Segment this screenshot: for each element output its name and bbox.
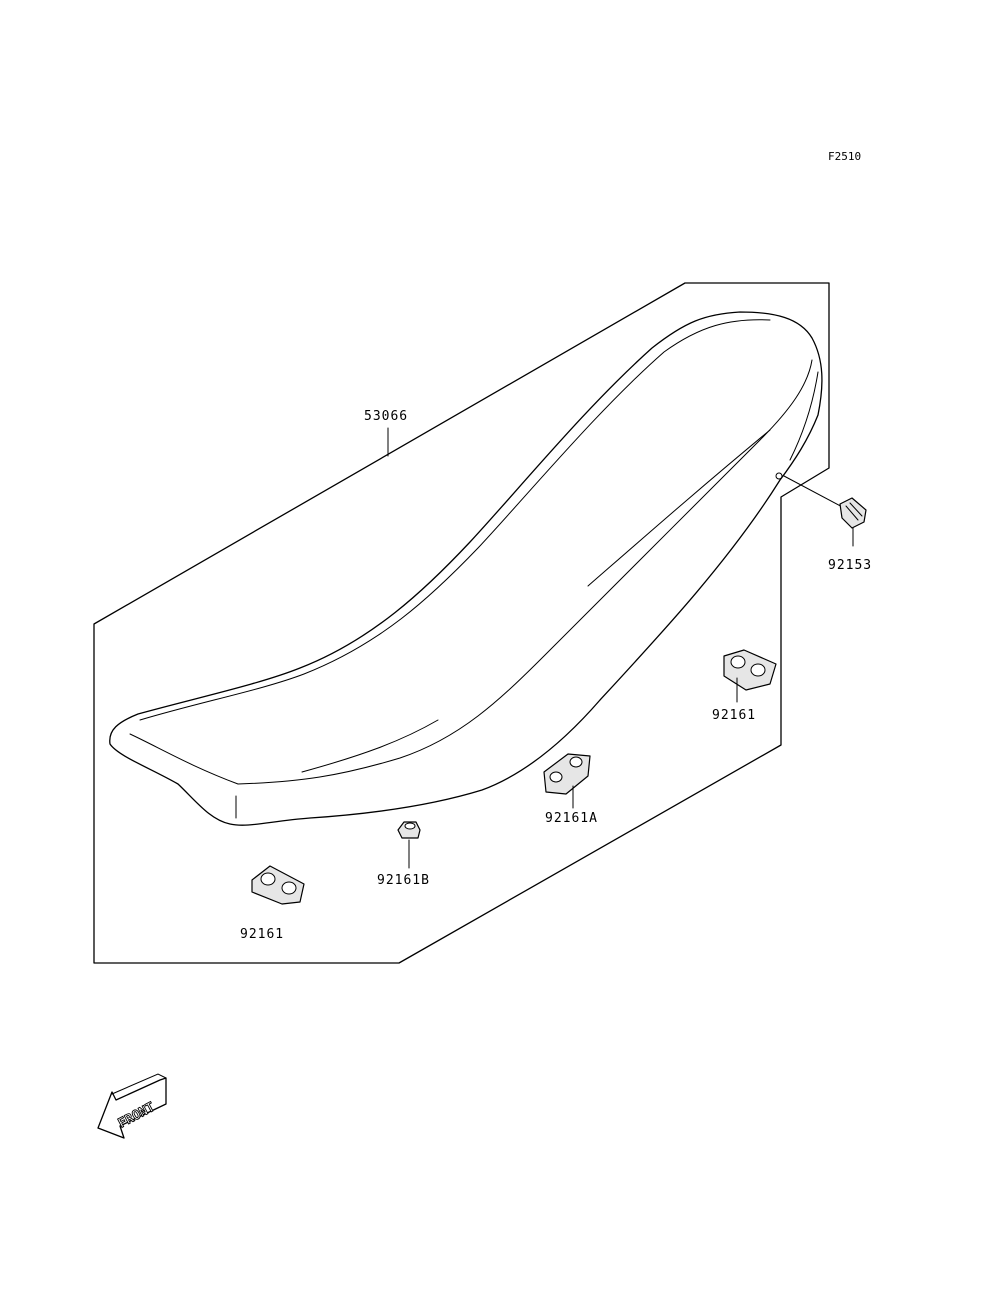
clip-92161A — [543, 753, 591, 809]
seat-side-seam — [587, 429, 771, 587]
label-92161B: 92161B — [377, 873, 430, 888]
grommet-hole-icon — [404, 822, 416, 830]
clip-hole-icon — [730, 655, 746, 669]
clip-92161-right — [723, 649, 777, 703]
bolt-head-icon — [839, 497, 867, 529]
label-92161-right: 92161 — [712, 708, 756, 723]
figure-code: F2510 — [828, 150, 861, 163]
clip-hole-icon — [750, 663, 766, 677]
seat-pad-inner — [139, 319, 771, 721]
seat-bolt-hole — [775, 472, 783, 480]
clip-hole-icon — [549, 771, 563, 783]
clip-hole-icon — [569, 756, 583, 768]
bolt-thread-icon — [845, 502, 863, 521]
seat-side-seam-front — [301, 719, 439, 773]
seat-outline — [109, 311, 823, 826]
seat-rear-side — [789, 371, 819, 461]
label-92153: 92153 — [828, 558, 872, 573]
grommet-92161B — [397, 821, 421, 869]
clip-hole-icon — [281, 881, 297, 895]
clip-92161-left — [251, 865, 305, 905]
bolt-92153 — [783, 475, 867, 547]
seat-top-edge — [129, 359, 813, 785]
front-arrow-icon: FRONT — [97, 1073, 167, 1139]
clip-plate-icon — [251, 865, 305, 905]
front-arrow-label: FRONT — [116, 1100, 158, 1132]
clip-plate-icon — [723, 649, 777, 691]
seat-illustration — [109, 311, 823, 826]
label-53066: 53066 — [364, 409, 408, 424]
label-92161-left: 92161 — [240, 927, 284, 942]
label-92161A: 92161A — [545, 811, 598, 826]
bolt-leader — [783, 475, 849, 511]
clip-hole-icon — [260, 872, 276, 886]
assembly-boundary — [93, 282, 830, 964]
